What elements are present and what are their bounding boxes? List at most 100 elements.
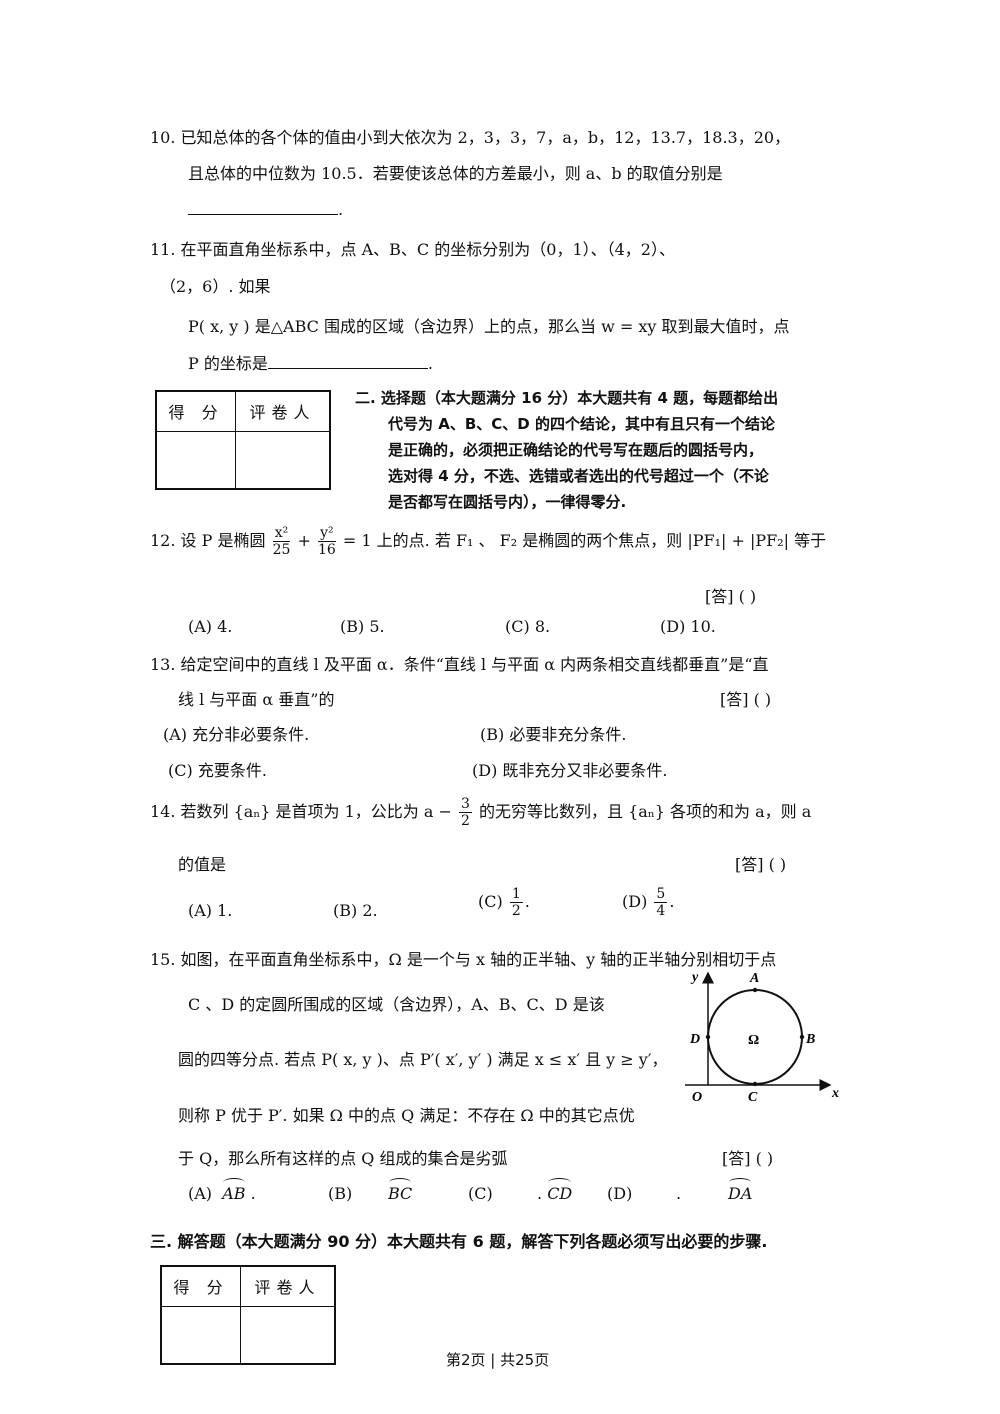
- q11-line3: P( x, y ) 是△ABC 围成的区域（含边界）上的点，那么当 w = xy…: [188, 317, 790, 336]
- q14-answer[interactable]: [答] ( ): [735, 855, 787, 874]
- q15-arc-da: DA: [728, 1178, 753, 1203]
- q14-pre: 14. 若数列 {aₙ} 是首项为 1，公比为 a −: [150, 802, 452, 821]
- q15-option-b[interactable]: (B): [328, 1184, 352, 1203]
- q14-line2: 的值是: [178, 855, 227, 874]
- q13-answer[interactable]: [答] ( ): [720, 690, 772, 709]
- fig-y-label: y: [690, 970, 699, 985]
- score-cell[interactable]: [155, 430, 237, 490]
- q12-option-d[interactable]: (D) 10.: [660, 617, 716, 636]
- q10-line1: 10. 已知总体的各个体的值由小到大依次为 2，3，3，7，a，b，12，13.…: [150, 128, 791, 147]
- q11-line1: 11. 在平面直角坐标系中，点 A、B、C 的坐标分别为（0，1）、（4，2）、: [150, 240, 675, 259]
- q15-option-b-arc[interactable]: BC: [388, 1178, 413, 1203]
- q15-line4: 则称 P 优于 P′. 如果 Ω 中的点 Q 满足：不存在 Ω 中的其它点优: [178, 1106, 635, 1125]
- q12-option-a[interactable]: (A) 4.: [188, 617, 233, 636]
- q13-option-b[interactable]: (B) 必要非充分条件.: [480, 725, 627, 744]
- fig-x-label: x: [831, 1086, 839, 1101]
- q15-option-c[interactable]: (C): [468, 1184, 493, 1203]
- section3-heading: 三. 解答题（本大题满分 90 分）本大题共有 6 题，解答下列各题必须写出必要…: [150, 1232, 768, 1251]
- score-box-2: 得 分 评卷人: [160, 1265, 336, 1365]
- point-c: [752, 1081, 758, 1087]
- grader-label-2: 评卷人: [240, 1265, 336, 1307]
- section2-line2: 代号为 A、B、C、D 的四个结论，其中有且只有一个结论: [388, 415, 775, 433]
- q15-option-b-label: (B): [328, 1184, 353, 1203]
- q13-option-c[interactable]: (C) 充要条件.: [168, 761, 267, 780]
- section2-line1: 二. 选择题（本大题满分 16 分）本大题共有 4 题，每题都给出: [355, 389, 779, 407]
- fig-o-label: O: [692, 1090, 702, 1105]
- q14-option-d-num: 5: [654, 886, 668, 903]
- q14-post: 的无穷等比数列，且 {aₙ} 各项的和为 a，则 a: [479, 802, 812, 821]
- q15-answer[interactable]: [答] ( ): [722, 1149, 774, 1168]
- q11-line4-text: P 的坐标是: [188, 354, 268, 373]
- q14-option-c-num: 1: [509, 886, 523, 903]
- point-a: [752, 987, 758, 993]
- score-box-1: 得 分 评卷人: [155, 390, 331, 490]
- section2-line5: 是否都写在圆括号内），一律得零分.: [388, 493, 627, 511]
- q11-line4: P 的坐标是.: [188, 350, 433, 374]
- q12-plus: +: [297, 531, 311, 550]
- q14-option-d-period: .: [669, 892, 675, 911]
- q14-option-c-den: 2: [511, 903, 521, 919]
- grader-label: 评卷人: [235, 390, 331, 432]
- fig-omega-label: Ω: [748, 1033, 759, 1048]
- q12-option-c[interactable]: (C) 8.: [505, 617, 551, 636]
- q15-option-c-arc[interactable]: . CD: [537, 1178, 573, 1203]
- q15-option-a-label: (A): [188, 1184, 213, 1203]
- grader-cell[interactable]: [235, 430, 331, 490]
- section2-line3: 是正确的，必须把正确结论的代号写在题后的圆括号内，: [388, 441, 764, 459]
- q15-figure: y x O A B C D Ω: [685, 970, 839, 1105]
- q14-option-d-label: (D): [622, 892, 648, 911]
- q15-option-a[interactable]: (A) AB .: [188, 1178, 256, 1203]
- score-cell-2[interactable]: [160, 1305, 242, 1365]
- page-footer: 第2页 | 共25页: [446, 1351, 550, 1369]
- q14-option-d-den: 4: [656, 903, 666, 919]
- q10-answer-blank[interactable]: .: [188, 196, 343, 219]
- q13-option-a[interactable]: (A) 充分非必要条件.: [163, 725, 310, 744]
- fig-a-label: A: [749, 971, 759, 986]
- q15-option-d[interactable]: (D): [607, 1184, 632, 1203]
- q15-option-d-label: (D): [607, 1184, 633, 1203]
- q11-answer-blank[interactable]: [267, 350, 428, 369]
- q12-post: = 1 上的点. 若 F₁ 、 F₂ 是椭圆的两个焦点，则 |PF₁| + |P…: [342, 531, 827, 550]
- fig-c-label: C: [748, 1090, 758, 1105]
- fig-b-label: B: [805, 1032, 815, 1047]
- section2-line4: 选对得 4 分，不选、选错或者选出的代号超过一个（不论: [388, 467, 769, 485]
- q12-frac-y-num: y²: [318, 525, 336, 542]
- q12-option-b[interactable]: (B) 5.: [340, 617, 385, 636]
- score-label-2: 得 分: [160, 1265, 242, 1307]
- q14-option-c-period: .: [524, 892, 530, 911]
- q10-period: .: [338, 200, 344, 219]
- q14-option-a[interactable]: (A) 1.: [188, 901, 233, 920]
- q12-answer[interactable]: [答] ( ): [705, 587, 757, 606]
- q12-pre: 12. 设 P 是椭圆: [150, 531, 266, 550]
- q15-arc-ab: AB: [222, 1178, 246, 1203]
- q14-frac-num: 3: [459, 796, 472, 813]
- q15-arc-bc: BC: [388, 1178, 413, 1203]
- point-b: [799, 1034, 805, 1040]
- q15-line2: C 、D 的定圆所围成的区域（含边界），A、B、C、D 是该: [188, 995, 605, 1014]
- q12-frac-y-den: 16: [318, 542, 336, 558]
- q13-line2: 线 l 与平面 α 垂直”的: [178, 690, 335, 709]
- q15-option-d-dot: .: [676, 1184, 682, 1203]
- q15-line5: 于 Q，那么所有这样的点 Q 组成的集合是劣弧: [178, 1149, 508, 1168]
- fig-d-label: D: [689, 1032, 700, 1047]
- q15-option-d-arc[interactable]: DA: [728, 1178, 753, 1203]
- score-label: 得 分: [155, 390, 237, 432]
- grader-cell-2[interactable]: [240, 1305, 336, 1365]
- q15-option-c-dot: .: [537, 1184, 543, 1203]
- q14-option-c-label: (C): [478, 892, 503, 911]
- q15-arc-cd: CD: [547, 1178, 573, 1203]
- q13-line1: 13. 给定空间中的直线 l 及平面 α．条件“直线 l 与平面 α 内两条相交…: [150, 655, 769, 674]
- q11-period: .: [427, 354, 433, 373]
- q15-option-c-label: (C): [468, 1184, 493, 1203]
- q13-option-d[interactable]: (D) 既非充分又非必要条件.: [472, 761, 668, 780]
- q12-frac-x-den: 25: [272, 542, 291, 558]
- q14-option-b[interactable]: (B) 2.: [333, 901, 378, 920]
